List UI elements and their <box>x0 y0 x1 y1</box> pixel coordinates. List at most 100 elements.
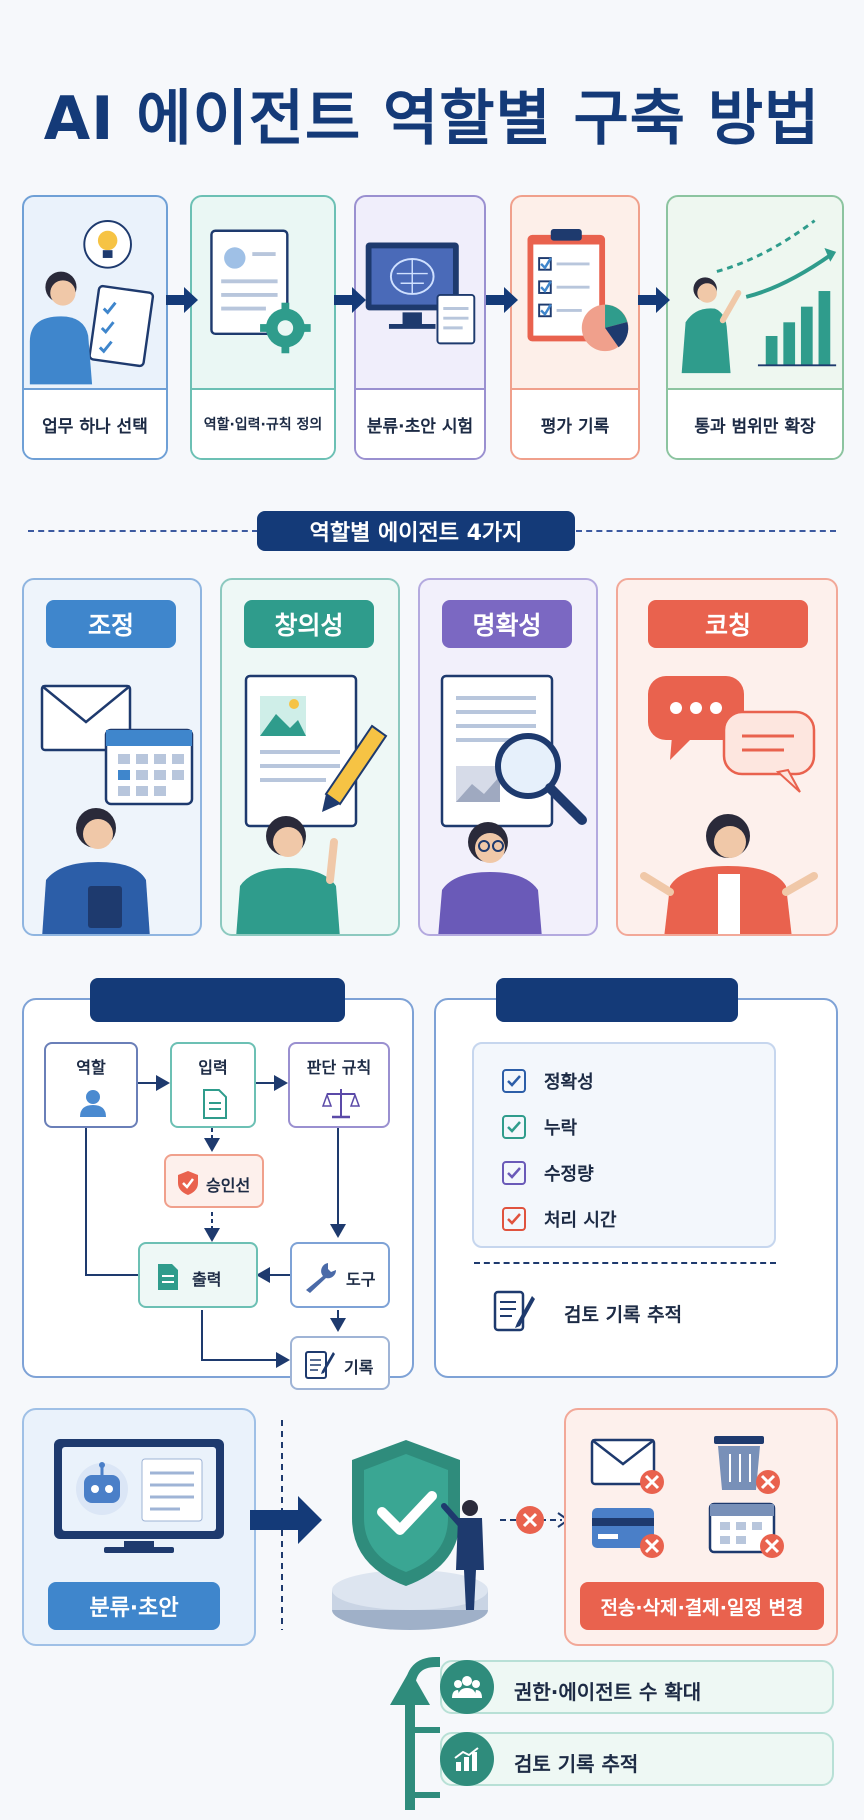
gear-icon <box>260 302 311 354</box>
flow-node-approval-label: 승인선 <box>206 1176 251 1195</box>
lightbulb-icon <box>29 220 155 385</box>
eval-item-label: 누락 <box>544 1118 578 1139</box>
flow-node-approval: 승인선 <box>164 1154 264 1208</box>
wrench-icon <box>306 1263 337 1293</box>
step-label: 통과 범위만 확장 <box>668 388 842 458</box>
role-label: 창의성 <box>244 600 374 648</box>
arrow-right-icon <box>486 287 518 313</box>
user-icon <box>80 1090 106 1117</box>
expansion-icon <box>440 1660 494 1714</box>
envelope-icon <box>590 1438 656 1486</box>
role-illustration <box>640 676 818 934</box>
role-illustration <box>236 674 388 934</box>
image-icon <box>244 674 358 828</box>
role-card: 코칭 <box>616 578 838 936</box>
checkbox-icon <box>502 1161 526 1185</box>
checkbox-icon <box>502 1115 526 1139</box>
brain-icon <box>365 242 476 345</box>
scales-icon <box>322 1089 360 1119</box>
eval-item: 수정량 <box>502 1160 594 1186</box>
eval-item-label: 정확성 <box>544 1072 594 1093</box>
eval-item-label: 처리 시간 <box>544 1210 617 1231</box>
expansion-item: 검토 기록 추적 <box>440 1732 834 1786</box>
shield-icon <box>178 1171 198 1195</box>
step-card: 업무 하나 선택 <box>22 195 168 460</box>
review-log-label: 검토 기록 추적 <box>564 1304 683 1326</box>
expansion-icon <box>440 1732 494 1786</box>
blocked-actions-icons <box>590 1436 784 1558</box>
calendar-icon <box>104 728 194 806</box>
document-icon <box>210 229 311 354</box>
flow-node-output: 출력 <box>138 1242 258 1308</box>
role-illustration <box>438 674 587 934</box>
pie-chart-icon <box>581 304 629 352</box>
log-icon <box>305 1351 335 1379</box>
draft-label: 분류·초안 <box>48 1582 220 1630</box>
growth-chart-icon <box>681 219 837 374</box>
checkbox-icon <box>502 1069 526 1093</box>
role-card: 명확성 <box>418 578 598 936</box>
expansion-item: 권한·에이전트 수 확대 <box>440 1660 834 1714</box>
flow-node-tool-label: 도구 <box>346 1270 376 1289</box>
document-icon <box>203 1089 227 1119</box>
flow-node-role-label: 역할 <box>76 1058 106 1077</box>
flow-node-tool: 도구 <box>290 1242 390 1308</box>
step-card: 분류·초안 시험 <box>354 195 486 460</box>
flow-node-rules-label: 판단 규칙 <box>306 1058 372 1077</box>
role-label: 조정 <box>46 600 176 648</box>
review-log-icon <box>493 1290 535 1332</box>
clipboard-icon <box>527 229 629 352</box>
arrow-right-icon <box>250 1496 322 1544</box>
eval-item: 정확성 <box>502 1068 594 1094</box>
role-card: 창의성 <box>220 578 400 936</box>
flow-node-input: 입력 <box>170 1042 256 1128</box>
arrow-right-icon <box>334 287 366 313</box>
pencil-icon <box>322 724 388 812</box>
bottom-graphics <box>250 1420 570 1810</box>
eval-panel-tab <box>496 978 738 1022</box>
flow-node-output-label: 출력 <box>192 1270 222 1289</box>
monitor-robot-illustration <box>54 1439 224 1553</box>
step-card: 평가 기록 <box>510 195 640 460</box>
section-divider-right <box>576 530 836 532</box>
arrow-right-icon <box>638 287 670 313</box>
document-icon <box>158 1264 178 1290</box>
step-label: 역할·입력·규칙 정의 <box>192 388 334 458</box>
step-label: 업무 하나 선택 <box>24 388 166 458</box>
eval-divider <box>474 1262 776 1264</box>
people-icon <box>452 1676 482 1698</box>
growth-chart-icon <box>454 1747 479 1771</box>
checkbox-icon <box>502 1207 526 1231</box>
credit-card-icon <box>592 1508 654 1548</box>
flow-node-log-label: 기록 <box>344 1358 374 1377</box>
eval-item-label: 수정량 <box>544 1164 594 1185</box>
blocked-actions-label: 전송·삭제·결제·일정 변경 <box>580 1582 824 1630</box>
eval-item: 누락 <box>502 1114 577 1140</box>
calendar-icon <box>708 1502 776 1554</box>
section-divider-left <box>28 530 258 532</box>
flow-node-role: 역할 <box>44 1042 138 1128</box>
eval-item: 처리 시간 <box>502 1206 617 1232</box>
page-title: AI 에이전트 역할별 구축 방법 <box>43 84 821 154</box>
robot-icon <box>84 1475 120 1503</box>
flow-panel-tab <box>90 978 345 1022</box>
step-label: 평가 기록 <box>512 388 638 458</box>
expansion-label: 권한·에이전트 수 확대 <box>514 1680 702 1704</box>
section-title: 역할별 에이전트 4가지 <box>257 511 575 551</box>
trash-icon <box>714 1436 764 1490</box>
flow-node-rules: 판단 규칙 <box>288 1042 390 1128</box>
role-illustration <box>40 684 194 934</box>
expansion-label: 검토 기록 추적 <box>514 1752 639 1776</box>
role-label: 명확성 <box>442 600 572 648</box>
step-card: 역할·입력·규칙 정의 <box>190 195 336 460</box>
step-card: 통과 범위만 확장 <box>666 195 844 460</box>
speech-bubble-icon <box>648 676 816 793</box>
arrow-right-icon <box>166 287 198 313</box>
magnifier-icon <box>495 733 587 825</box>
role-card: 조정 <box>22 578 202 936</box>
role-label: 코칭 <box>648 600 808 648</box>
flow-node-input-label: 입력 <box>198 1058 228 1077</box>
step-label: 분류·초안 시험 <box>356 388 484 458</box>
